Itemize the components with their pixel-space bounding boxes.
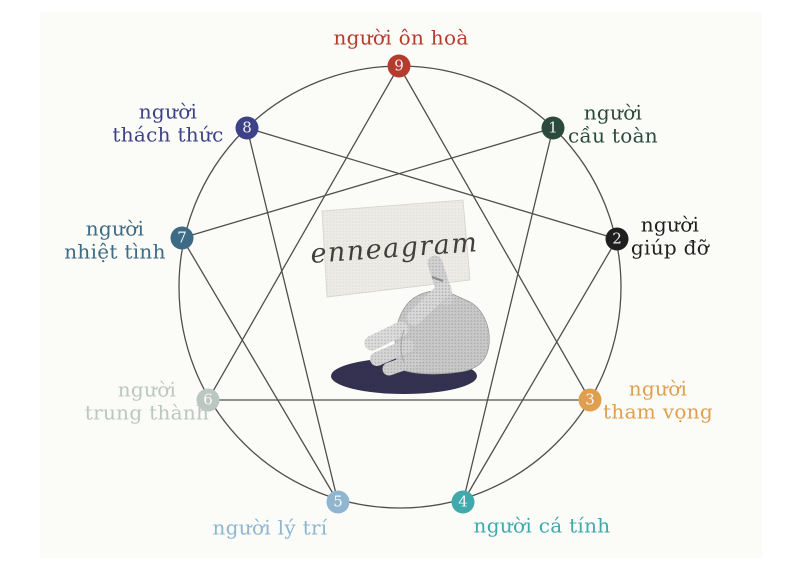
hand-illustration xyxy=(364,255,490,376)
connection-line-2-8 xyxy=(246,127,618,240)
connection-line-8-5 xyxy=(246,127,339,503)
hand-halftone-texture xyxy=(364,255,490,376)
connection-line-9-3 xyxy=(398,65,591,401)
connection-line-7-1 xyxy=(181,127,554,239)
enneagram-card: enneagram xyxy=(309,199,479,298)
center-illustration: enneagram xyxy=(309,199,490,394)
connection-line-1-4 xyxy=(462,127,554,503)
connection-line-4-2 xyxy=(462,238,618,503)
connection-line-6-9 xyxy=(207,65,400,401)
enneagram-lines xyxy=(181,65,618,503)
connection-line-5-7 xyxy=(181,237,339,503)
